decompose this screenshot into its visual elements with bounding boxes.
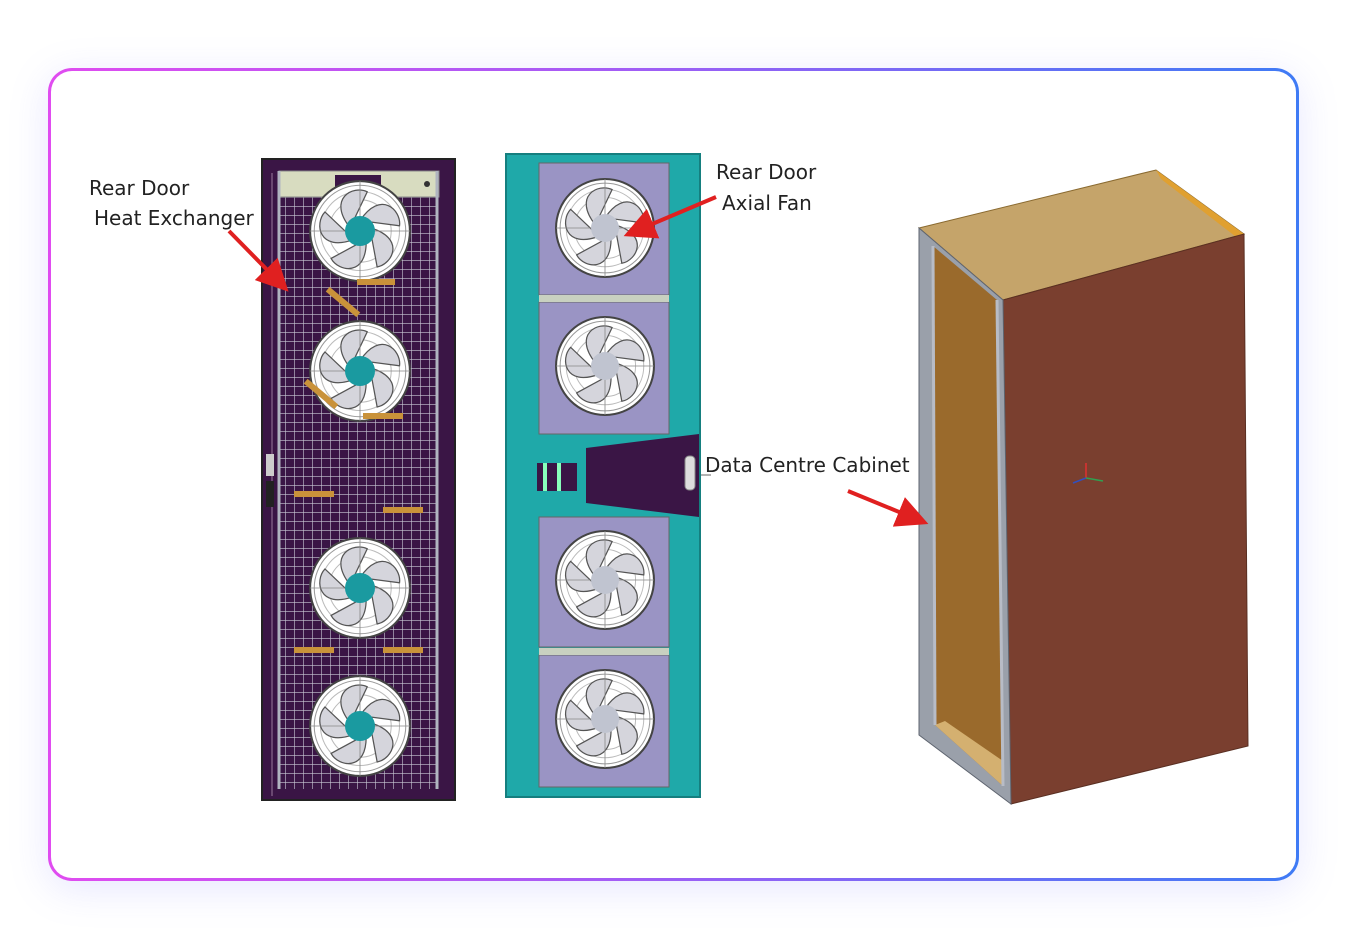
label-heat-exchanger-line1: Rear Door xyxy=(89,176,190,200)
heat-exchanger-fan-1 xyxy=(309,180,411,282)
red-arrow-icon xyxy=(227,229,289,292)
heat-exchanger-fan-3 xyxy=(309,537,411,639)
label-cabinet: Data Centre Cabinet xyxy=(705,453,910,477)
label-axial-fan-line2: Axial Fan xyxy=(722,191,812,215)
axial-fan-door xyxy=(505,153,701,798)
data-centre-cabinet xyxy=(917,169,1249,806)
axis-triad-icon xyxy=(1072,463,1104,484)
heat-exchanger-fan-4 xyxy=(309,675,411,777)
red-arrow-icon xyxy=(623,195,717,239)
diagram-canvas xyxy=(227,153,1249,806)
heat-exchanger-door xyxy=(261,158,456,801)
figure-card-inner: Rear Door Heat Exchanger Rear Door Axial… xyxy=(51,71,1296,878)
annotation-arrows xyxy=(227,195,929,527)
figure-card: Rear Door Heat Exchanger Rear Door Axial… xyxy=(48,68,1299,881)
label-axial-fan-line1: Rear Door xyxy=(716,160,817,184)
label-heat-exchanger-line2: Heat Exchanger xyxy=(94,206,254,230)
heat-exchanger-brackets xyxy=(294,279,423,653)
heat-exchanger-fan-2 xyxy=(309,320,411,422)
red-arrow-icon xyxy=(847,489,929,527)
